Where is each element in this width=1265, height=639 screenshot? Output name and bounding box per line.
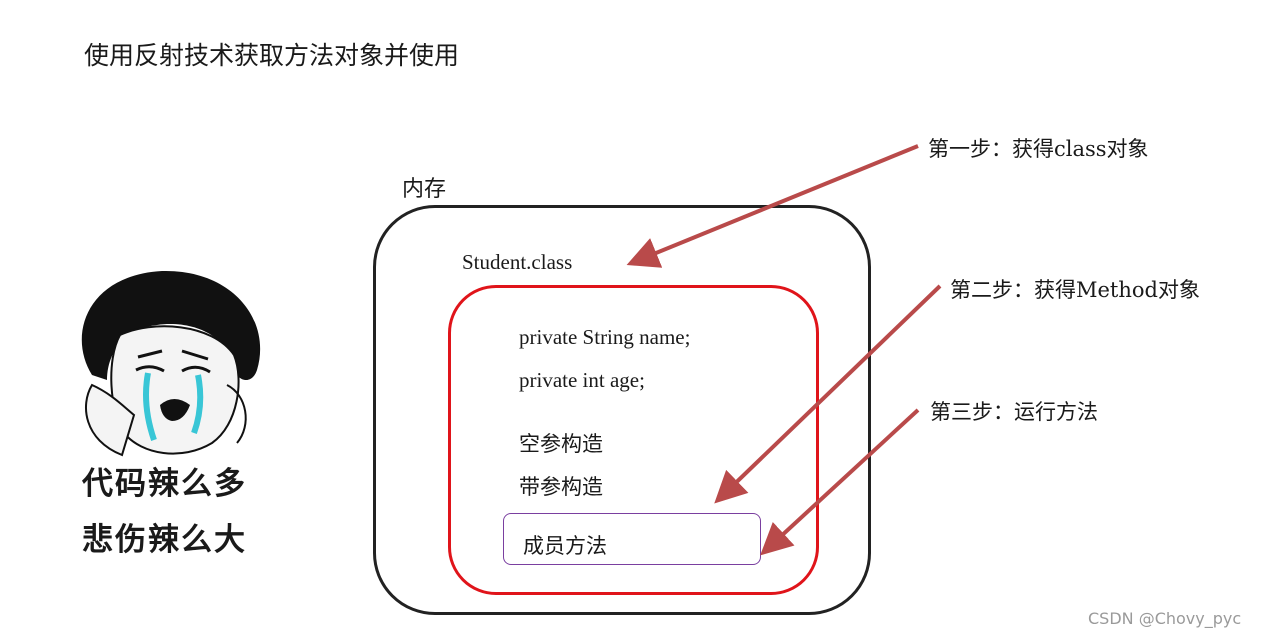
watermark: CSDN @Chovy_pyc: [1088, 609, 1241, 628]
meme-caption-line2: 悲伤辣么大: [82, 514, 247, 559]
meme-caption-line1: 代码辣么多: [82, 458, 247, 503]
crying-meme-icon: [62, 265, 282, 460]
step-2-arrow: [720, 286, 940, 498]
step-1-arrow: [634, 146, 918, 262]
